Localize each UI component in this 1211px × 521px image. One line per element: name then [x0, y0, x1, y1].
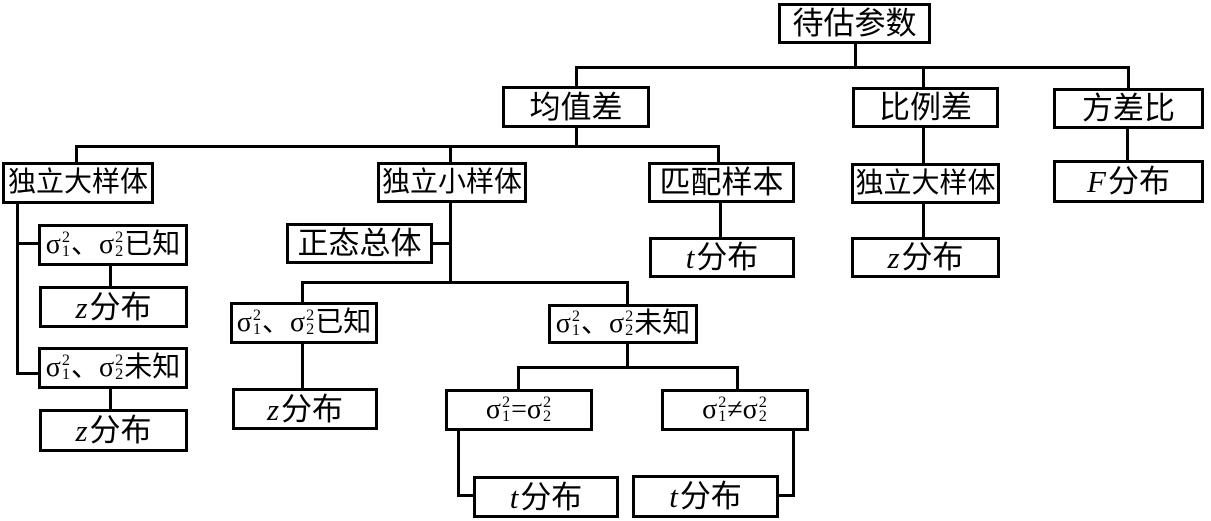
connector-small-bus [301, 281, 629, 284]
node-independent-large-sample-right: 独立大样体 [851, 163, 1000, 204]
connector-to-prop-diff [922, 66, 925, 88]
connector-sigma-unknown-left-down [109, 387, 112, 410]
node-variance-ratio: 方差比 [1053, 88, 1204, 129]
connector-stub-sigma-known-left [16, 242, 40, 245]
connector-prop-diff-down [922, 126, 925, 164]
node-matched-sample: 匹配样本 [648, 162, 795, 203]
connector-elbow-not-equal-in [777, 494, 795, 497]
connector-unknown-bus [517, 366, 739, 369]
connector-var-ratio-down [1126, 127, 1129, 161]
connector-to-sigma-equal [517, 366, 520, 390]
connector-to-sigma-not-equal [736, 366, 739, 390]
node-parameter-to-estimate: 待估参数 [778, 3, 931, 44]
connector-elbow-not-equal-down [792, 429, 795, 497]
connector-to-sigma-unknown-mid [626, 281, 629, 305]
connector-stub-normal-pop [432, 242, 451, 245]
connector-to-indep-large-left [75, 145, 78, 163]
connector-sigma-known-mid-down [301, 342, 304, 389]
connector-left-spine [16, 202, 19, 375]
connector-root-down [854, 43, 857, 68]
connector-to-matched-sample [717, 145, 720, 163]
connector-sigma-known-left-down [109, 264, 112, 287]
connector-indep-large-right-down [922, 202, 925, 238]
node-proportion-difference: 比例差 [852, 87, 999, 128]
connector-elbow-equal-in [457, 494, 475, 497]
connector-to-var-ratio [1127, 66, 1130, 89]
connector-matched-down [719, 202, 722, 238]
node-independent-small-sample: 独立小样体 [377, 162, 527, 203]
connector-to-indep-small [449, 145, 452, 163]
connector-stub-sigma-unknown-left [16, 372, 40, 375]
connector-mean-bus [75, 145, 720, 148]
connector-mean-diff-down [575, 126, 578, 147]
connector-to-sigma-known-mid [301, 281, 304, 303]
connector-top-bus [575, 66, 1130, 69]
node-independent-large-sample-left: 独立大样体 [2, 162, 154, 204]
node-normal-population: 正态总体 [286, 223, 433, 264]
connector-to-mean-diff [575, 66, 578, 87]
connector-sigma-unknown-mid-down [626, 342, 629, 369]
node-mean-difference: 均值差 [502, 86, 650, 128]
connector-elbow-equal-down [457, 429, 460, 497]
